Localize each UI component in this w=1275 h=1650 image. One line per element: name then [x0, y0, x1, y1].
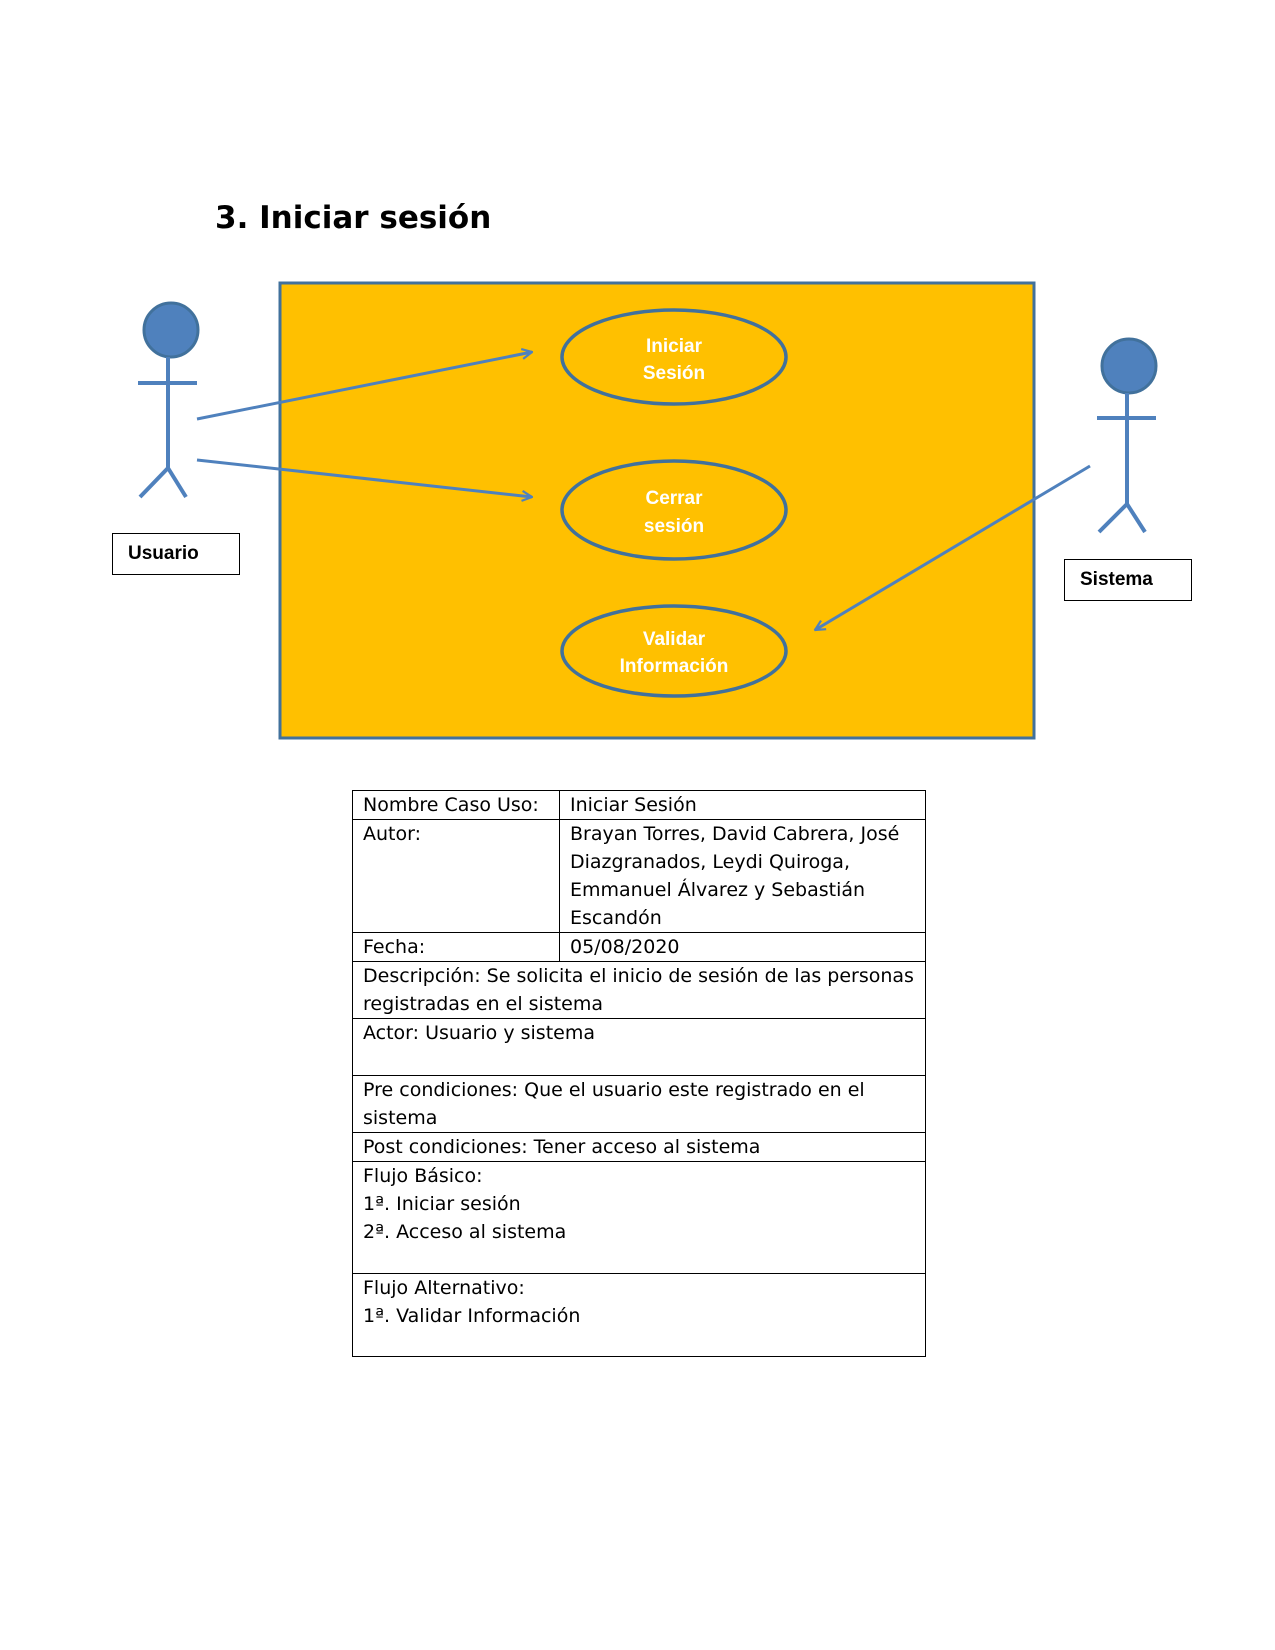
alt-flow-step: 1ª. Validar Información: [363, 1305, 581, 1327]
use-case-diagram: Iniciar Sesión Cerrar sesión Validar Inf…: [138, 281, 1158, 740]
arrow-usuario-cerrar-sesion: [196, 458, 532, 497]
use-case-cerrar-sesion-line2: sesión: [644, 516, 704, 537]
table-row-name: Nombre Caso Uso: Iniciar Sesión: [352, 790, 926, 820]
description-cell: Descripción: Se solicita el inicio de se…: [352, 961, 926, 1019]
name-value: Iniciar Sesión: [559, 790, 926, 820]
use-case-table: Nombre Caso Uso: Iniciar Sesión Autor: B…: [352, 790, 926, 1357]
actor-usuario-label: Usuario: [112, 533, 240, 575]
table-row-description: Descripción: Se solicita el inicio de se…: [352, 961, 926, 1019]
date-value: 05/08/2020: [559, 932, 926, 962]
basic-flow-cell: Flujo Básico: 1ª. Iniciar sesión 2ª. Acc…: [352, 1161, 926, 1274]
use-case-validar-informacion-line1: Validar: [643, 629, 706, 650]
alt-flow-cell: Flujo Alternativo: 1ª. Validar Informaci…: [352, 1273, 926, 1357]
basic-flow-step: 2ª. Acceso al sistema: [363, 1221, 567, 1243]
use-case-validar-informacion: Validar Información: [560, 604, 788, 698]
table-row-alt-flow: Flujo Alternativo: 1ª. Validar Informaci…: [352, 1273, 926, 1357]
name-label: Nombre Caso Uso:: [352, 790, 560, 820]
table-row-author: Autor: Brayan Torres, David Cabrera, Jos…: [352, 819, 926, 933]
actor-sistema-label: Sistema: [1064, 559, 1192, 601]
arrow-usuario-iniciar-sesion: [196, 352, 532, 421]
actor-sistema-head: [1100, 337, 1158, 395]
author-value: Brayan Torres, David Cabrera, José Diazg…: [559, 819, 926, 933]
actor-usuario-figure: [138, 301, 200, 499]
use-case-cerrar-sesion-line1: Cerrar: [645, 488, 703, 509]
basic-flow-step: 1ª. Iniciar sesión: [363, 1193, 521, 1215]
table-row-actor: Actor: Usuario y sistema: [352, 1018, 926, 1076]
table-row-date: Fecha: 05/08/2020: [352, 932, 926, 962]
table-row-postconditions: Post condiciones: Tener acceso al sistem…: [352, 1132, 926, 1162]
alt-flow-title: Flujo Alternativo:: [363, 1277, 525, 1299]
actor-sistema-figure: [1097, 337, 1158, 534]
arrow-sistema-validar-informacion: [815, 464, 1091, 632]
actor-cell: Actor: Usuario y sistema: [352, 1018, 926, 1076]
page-title: 3. Iniciar sesión: [215, 200, 492, 236]
use-case-iniciar-sesion-line1: Iniciar: [646, 336, 703, 357]
use-case-iniciar-sesion: Iniciar Sesión: [560, 308, 788, 406]
author-label: Autor:: [352, 819, 560, 933]
postconditions-cell: Post condiciones: Tener acceso al sistem…: [352, 1132, 926, 1162]
basic-flow-title: Flujo Básico:: [363, 1165, 483, 1187]
date-label: Fecha:: [352, 932, 560, 962]
use-case-validar-informacion-line2: Información: [620, 656, 729, 677]
table-row-preconditions: Pre condiciones: Que el usuario este reg…: [352, 1075, 926, 1133]
use-case-cerrar-sesion: Cerrar sesión: [560, 459, 788, 561]
use-case-iniciar-sesion-line2: Sesión: [643, 363, 705, 384]
preconditions-cell: Pre condiciones: Que el usuario este reg…: [352, 1075, 926, 1133]
actor-usuario-head: [142, 301, 200, 359]
table-row-basic-flow: Flujo Básico: 1ª. Iniciar sesión 2ª. Acc…: [352, 1161, 926, 1274]
